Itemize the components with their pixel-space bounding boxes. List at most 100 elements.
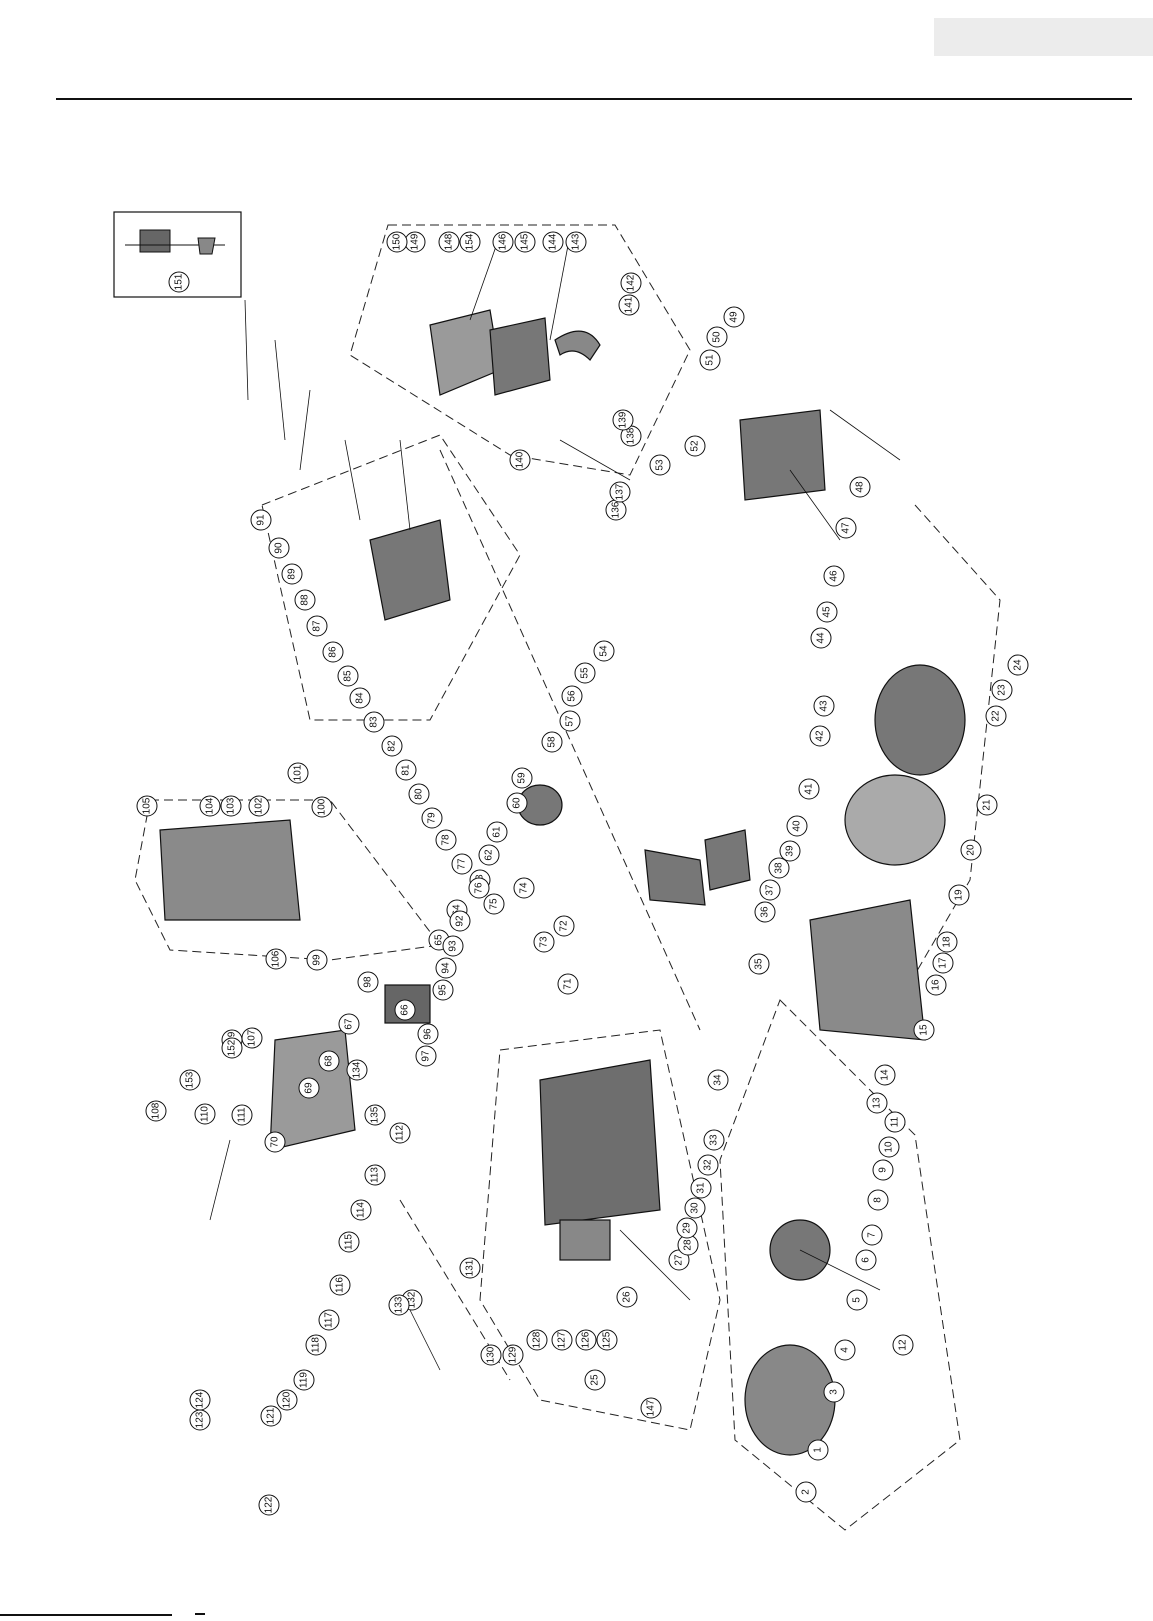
callout-circle <box>866 1092 888 1114</box>
callout-7: 7 <box>861 1224 883 1246</box>
part-illustrations <box>159 309 966 1456</box>
fan-housing <box>809 899 926 1041</box>
callout-47: 47 <box>835 517 857 539</box>
callout-80: 80 <box>408 783 430 805</box>
callout-number: 103 <box>226 797 237 814</box>
callout-88: 88 <box>294 589 316 611</box>
callout-number: 105 <box>142 797 153 814</box>
callout-number: 26 <box>622 1291 633 1303</box>
callout-circle <box>486 821 508 843</box>
callout-143: 143 <box>565 231 587 253</box>
callout-circle <box>932 952 954 974</box>
callout-number: 33 <box>709 1134 720 1146</box>
callout-circle <box>684 435 706 457</box>
callout-circle <box>697 1154 719 1176</box>
callout-22: 22 <box>985 705 1007 727</box>
callout-circle <box>338 1231 360 1253</box>
callout-number: 24 <box>1013 659 1024 671</box>
callout-122: 122 <box>258 1494 280 1516</box>
callout-number: 85 <box>343 670 354 682</box>
callout-114: 114 <box>350 1199 372 1221</box>
callout-59: 59 <box>511 767 533 789</box>
callout-number: 57 <box>565 715 576 727</box>
callout-number: 97 <box>421 1050 432 1062</box>
callout-89: 89 <box>281 563 303 585</box>
callout-130: 130 <box>480 1344 502 1366</box>
callout-number: 46 <box>829 570 840 582</box>
callout-circle <box>618 294 640 316</box>
callout-84: 84 <box>349 687 371 709</box>
fuel-tank <box>159 819 301 921</box>
callout-circle <box>609 481 631 503</box>
callout-circle <box>298 1077 320 1099</box>
callout-number: 47 <box>841 522 852 534</box>
fan <box>844 774 946 866</box>
callout-number: 49 <box>729 311 740 323</box>
callout-number: 94 <box>441 962 452 974</box>
callout-number: 18 <box>942 936 953 948</box>
callout-circle <box>293 1369 315 1391</box>
callout-number: 45 <box>822 606 833 618</box>
callout-40: 40 <box>786 815 808 837</box>
callout-number: 117 <box>324 1312 335 1328</box>
callout-104: 104 <box>199 795 221 817</box>
callout-76: 76 <box>468 877 490 899</box>
callout-circle <box>199 795 221 817</box>
callout-number: 140 <box>515 451 526 468</box>
callout-circle <box>925 974 947 996</box>
crankshaft <box>644 849 706 906</box>
callout-58: 58 <box>541 731 563 753</box>
callout-circle <box>849 476 871 498</box>
callout-circle <box>276 1389 298 1411</box>
callout-number: 3 <box>829 1389 840 1395</box>
callout-circle <box>231 1104 253 1126</box>
callout-number: 128 <box>532 1331 543 1348</box>
callout-circle <box>807 1439 829 1461</box>
callout-number: 145 <box>520 233 531 250</box>
callout-circle <box>649 454 671 476</box>
callout-number: 20 <box>966 844 977 856</box>
callout-147: 147 <box>640 1397 662 1419</box>
callout-136: 136 <box>605 499 627 521</box>
callout-number: 75 <box>489 898 500 910</box>
callout-circle <box>189 1389 211 1411</box>
callout-31: 31 <box>690 1177 712 1199</box>
callout-24: 24 <box>1007 654 1029 676</box>
callout-circle <box>809 725 831 747</box>
callout-circle <box>395 759 417 781</box>
callout-number: 51 <box>705 354 716 366</box>
callout-circle <box>874 1064 896 1086</box>
callout-number: 36 <box>760 906 771 918</box>
callout-99: 99 <box>306 949 328 971</box>
callout-number: 66 <box>400 1004 411 1016</box>
callout-circle <box>364 1104 386 1126</box>
callout-circle <box>596 1329 618 1351</box>
callout-circle <box>435 957 457 979</box>
callout-circle <box>584 1369 606 1391</box>
callout-49: 49 <box>723 306 745 328</box>
callout-15: 15 <box>913 1019 935 1041</box>
callout-number: 87 <box>312 620 323 632</box>
callout-number: 21 <box>982 799 993 811</box>
callout-number: 120 <box>282 1391 293 1408</box>
callout-number: 82 <box>387 740 398 752</box>
callout-44: 44 <box>810 627 832 649</box>
callout-90: 90 <box>268 537 290 559</box>
callout-circle <box>459 1257 481 1279</box>
callout-number: 7 <box>867 1232 878 1238</box>
callout-number: 72 <box>559 920 570 932</box>
callout-circle <box>250 509 272 531</box>
callout-number: 135 <box>370 1106 381 1123</box>
callout-120: 120 <box>276 1389 298 1411</box>
callout-52: 52 <box>684 435 706 457</box>
callout-111: 111 <box>231 1104 253 1126</box>
callout-number: 43 <box>819 700 830 712</box>
callout-6: 6 <box>855 1249 877 1271</box>
callout-48: 48 <box>849 476 871 498</box>
callout-circle <box>855 1249 877 1271</box>
callout-number: 108 <box>151 1102 162 1119</box>
callout-circle <box>620 272 642 294</box>
callout-circle <box>533 931 555 953</box>
callout-110: 110 <box>194 1103 216 1125</box>
